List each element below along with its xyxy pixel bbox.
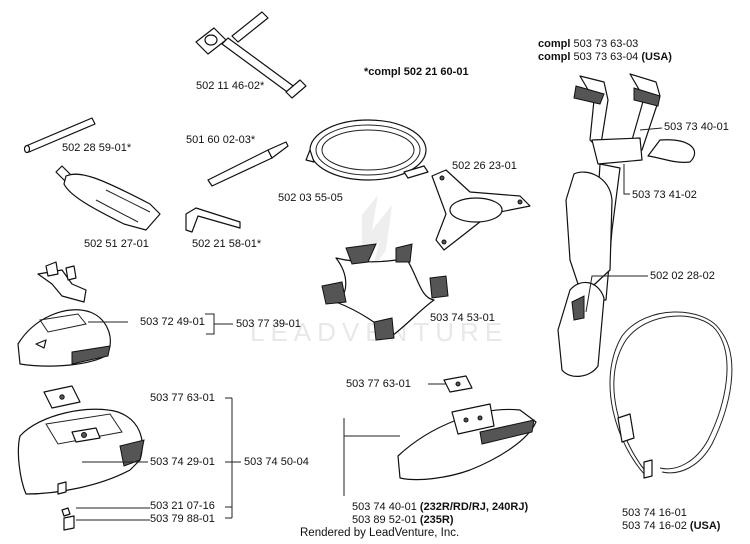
shoulder-strap-2-code: 503 74 16-02 (622, 520, 687, 532)
harness-compl-1-prefix: compl (538, 38, 571, 50)
label-part-label: 503 79 88-01 (150, 513, 215, 525)
pin-label: 501 60 02-03* (186, 134, 256, 146)
guard-b-code-1: 503 74 40-01 (352, 501, 417, 513)
harness-compl-2-prefix: compl (538, 51, 571, 63)
coil-label: 502 03 55-05 (278, 192, 343, 204)
plate-b-label: 503 77 63-01 (346, 378, 411, 390)
grease-tube-part (55, 165, 161, 231)
screw-label: 503 21 07-16 (150, 500, 215, 512)
small-bracket-part (37, 261, 87, 303)
harness-compl-label-2: compl 503 73 63-04 (USA) (538, 51, 672, 63)
guard-a-part (17, 408, 145, 495)
shoulder-strap-label-1: 503 74 16-01 (622, 507, 687, 519)
plate-b-part (443, 375, 473, 393)
harness-plate-part (321, 243, 449, 341)
rod-label: 502 28 59-01* (62, 142, 132, 154)
harness-compl-label-1: compl 503 73 63-03 (538, 38, 638, 50)
plate-a-part (43, 385, 81, 409)
buckle-label: 503 73 40-01 (664, 121, 729, 133)
plate-a-label: 503 77 63-01 (150, 392, 215, 404)
compl-top-label: *compl 502 21 60-01 (364, 66, 469, 78)
tube-label: 502 51 27-01 (84, 238, 149, 250)
harness-part (557, 73, 696, 377)
guard-b-label-2: 503 89 52-01 (235R) (352, 514, 454, 526)
socket-wrench-part (195, 11, 307, 99)
coil-part (305, 119, 429, 181)
allen-key-part (185, 207, 241, 233)
shoulder-strap-2-suffix: (USA) (689, 520, 721, 532)
harness-plate-label: 503 74 53-01 (430, 312, 495, 324)
harness-compl-2-suffix: (USA) (641, 51, 672, 63)
wrench-label: 502 11 46-02* (196, 80, 265, 92)
guard-a-label: 503 74 29-01 (150, 456, 215, 468)
small-bracket-label: 503 72 49-01 (140, 316, 205, 328)
cross-bracket-part (431, 169, 531, 251)
guard-b-code-2: 503 89 52-01 (352, 514, 417, 526)
strap-clip-label: 503 73 41-02 (632, 189, 697, 201)
harness-compl-2-code: 503 73 63-04 (573, 51, 639, 63)
guard-b-label-1: 503 74 40-01 (232R/RD/RJ, 240RJ) (352, 501, 528, 513)
pin-part (207, 141, 289, 187)
harness-compl-1-code: 503 73 63-03 (573, 38, 639, 50)
rod-part (23, 117, 96, 154)
guard-b-part (397, 403, 537, 481)
allen-key-label: 502 21 58-01* (192, 238, 262, 250)
shoulder-strap-label-2: 503 74 16-02 (USA) (622, 520, 720, 532)
guard-group-1-label: 503 77 39-01 (236, 318, 301, 330)
footer-credit: Rendered by LeadVenture, Inc. (300, 527, 460, 539)
guard-b-models-2: (235R) (419, 514, 454, 526)
hook-label: 502 02 28-02 (650, 270, 715, 282)
leader-lines (76, 127, 663, 521)
shoulder-strap-part (609, 311, 733, 479)
guard-group-2-label: 503 74 50-04 (244, 456, 309, 468)
screw-and-label-part (61, 507, 75, 531)
guard-b-models-1: (232R/RD/RJ, 240RJ) (419, 501, 529, 513)
cross-bracket-label: 502 26 23-01 (452, 160, 517, 172)
guard-1-part (17, 309, 111, 367)
